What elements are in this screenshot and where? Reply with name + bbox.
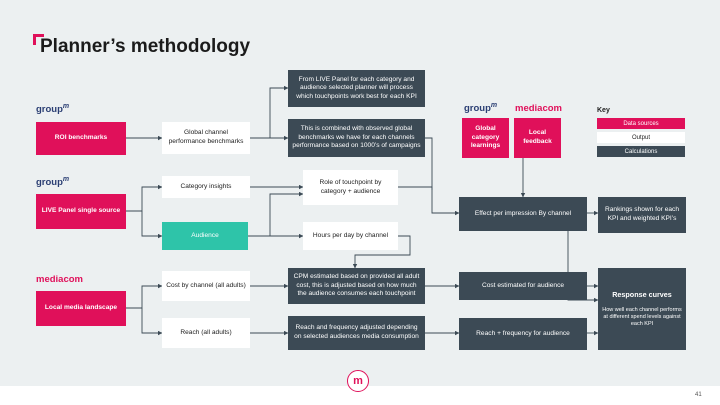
arrow-combined-to-effect — [425, 137, 433, 190]
local-media-box: Local media landscape — [36, 291, 126, 326]
global-benchmarks-box: Global channel performance benchmarks — [162, 122, 250, 154]
groupm-logo: groupm — [464, 102, 498, 115]
category-insights-box: Category insights — [162, 176, 250, 198]
response-curves-desc: How well each channel performs at differ… — [602, 306, 682, 328]
live-panel-calc-box: From LIVE Panel for each category and au… — [288, 70, 425, 107]
reach-frequency-audience-box: Reach + frequency for audience — [459, 318, 587, 350]
title-corner-mark — [33, 34, 44, 45]
combined-benchmarks-box: This is combined with observed global be… — [288, 119, 425, 157]
response-curves-title: Response curves — [612, 289, 672, 299]
key-output: Output — [597, 132, 685, 143]
role-of-touchpoint-box: Role of touchpoint by category + audienc… — [303, 170, 398, 205]
arrow-benchmarks-to-live-calc — [250, 85, 289, 139]
cost-by-channel-box: Cost by channel (all adults) — [162, 271, 250, 301]
footer-band — [0, 386, 720, 405]
audience-box: Audience — [162, 222, 248, 250]
key-calculations: Calculations — [597, 146, 685, 157]
response-curves-box: Response curves How well each channel pe… — [598, 268, 686, 350]
arrow-live-to-category — [126, 184, 163, 212]
mediacom-m-icon: m — [347, 370, 369, 392]
live-panel-box: LIVE Panel single source — [36, 194, 126, 229]
cost-estimated-box: Cost estimated for audience — [459, 272, 587, 300]
arrow-hours-to-cpm — [352, 235, 411, 269]
arrow-audience-to-role — [248, 191, 304, 237]
groupm-logo: groupm — [36, 103, 70, 116]
key-data-sources: Data sources — [597, 118, 685, 129]
reach-frequency-adjusted-box: Reach and frequency adjusted depending o… — [288, 316, 425, 350]
groupm-logo: groupm — [36, 176, 70, 189]
hours-per-day-box: Hours per day by channel — [303, 222, 398, 250]
effect-per-impression-box: Effect per impression By channel — [459, 197, 587, 231]
global-learnings-box: Global category learnings — [462, 118, 509, 158]
arrow-effect-to-response — [567, 213, 599, 303]
page-number: 41 — [695, 392, 702, 398]
local-feedback-box: Local feedback — [514, 118, 561, 158]
arrow-local-to-reach — [141, 308, 163, 336]
rankings-box: Rankings shown for each KPI and weighted… — [598, 197, 686, 233]
roi-benchmarks-box: ROI benchmarks — [36, 122, 126, 155]
reach-box: Reach (all adults) — [162, 318, 250, 348]
arrow-local-to-cost — [126, 283, 163, 309]
cpm-estimate-box: CPM estimated based on provided all adul… — [288, 268, 425, 304]
arrow-role-to-effect — [398, 186, 460, 216]
mediacom-logo: mediacom — [515, 103, 562, 114]
arrow-live-to-audience — [141, 211, 163, 239]
page-title: Planner’s methodology — [40, 36, 251, 57]
key-title: Key — [597, 107, 610, 114]
mediacom-logo: mediacom — [36, 274, 83, 285]
